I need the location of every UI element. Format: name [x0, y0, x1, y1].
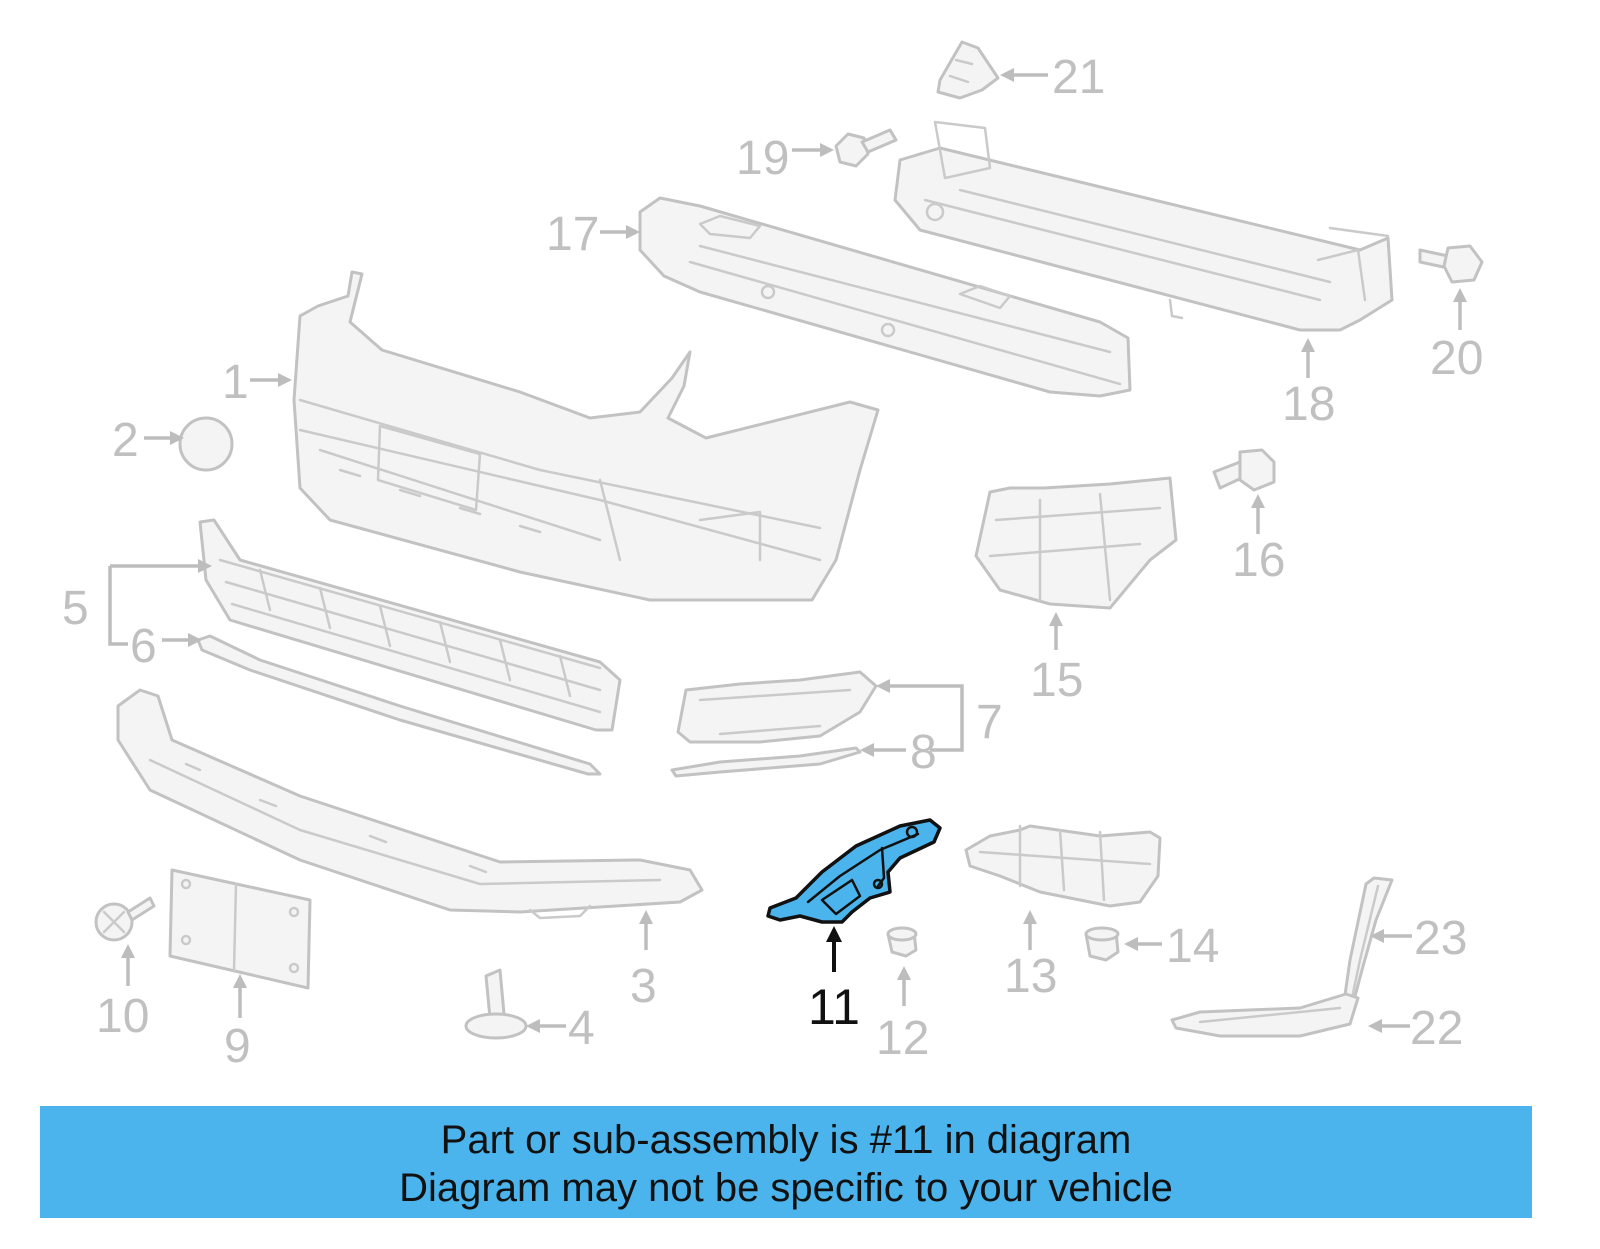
part-17	[638, 196, 1132, 398]
callout-23: 23	[1370, 912, 1467, 965]
part-14	[1084, 926, 1120, 962]
callout-20: 20	[1430, 288, 1483, 385]
callout-17: 17	[546, 208, 640, 261]
callout-18: 18	[1282, 338, 1335, 431]
part-15	[974, 476, 1178, 610]
banner-line-part-number: Part or sub-assembly is #11 in diagram	[440, 1118, 1132, 1162]
svg-text:5: 5	[62, 582, 89, 635]
svg-text:10: 10	[96, 990, 149, 1043]
callout-9: 9	[224, 974, 251, 1073]
callout-14: 14	[1124, 920, 1219, 973]
callout-11: 11	[808, 926, 860, 1035]
callout-10: 10	[96, 944, 149, 1043]
part-1	[292, 270, 880, 602]
svg-text:12: 12	[876, 1012, 929, 1065]
callout-13: 13	[1004, 910, 1057, 1003]
callout-19: 19	[736, 132, 834, 185]
callout-22: 22	[1368, 1002, 1463, 1055]
callout-2: 2	[112, 414, 184, 467]
part-12	[886, 926, 918, 958]
callout-1: 1	[222, 356, 292, 409]
callout-5-6: 5 6	[62, 559, 212, 673]
part-16	[1212, 448, 1276, 492]
part-6	[196, 634, 602, 776]
callout-21: 21	[1000, 51, 1105, 104]
part-8	[670, 746, 862, 778]
svg-text:6: 6	[130, 620, 157, 673]
part-3	[116, 688, 704, 920]
svg-text:14: 14	[1166, 920, 1219, 973]
callout-3: 3	[630, 910, 657, 1013]
part-7	[676, 670, 878, 744]
part-11-highlighted[interactable]	[766, 818, 942, 924]
svg-text:13: 13	[1004, 950, 1057, 1003]
part-18	[893, 120, 1394, 332]
svg-text:4: 4	[568, 1002, 595, 1055]
callout-4: 4	[526, 1002, 595, 1055]
svg-text:16: 16	[1232, 534, 1285, 587]
svg-text:3: 3	[630, 960, 657, 1013]
part-21	[936, 40, 1000, 100]
svg-text:17: 17	[546, 208, 599, 261]
part-5	[198, 518, 622, 732]
svg-text:1: 1	[222, 356, 249, 409]
callout-7-8: 7 8	[860, 679, 1003, 779]
part-10	[94, 896, 156, 942]
svg-text:2: 2	[112, 414, 139, 467]
part-22	[1170, 992, 1360, 1038]
svg-text:21: 21	[1052, 51, 1105, 104]
part-13	[964, 824, 1162, 908]
callout-15: 15	[1030, 612, 1083, 707]
banner-line-disclaimer: Diagram may not be specific to your vehi…	[399, 1166, 1173, 1210]
part-19	[834, 128, 898, 168]
svg-text:18: 18	[1282, 378, 1335, 431]
svg-text:8: 8	[910, 726, 937, 779]
part-4	[464, 968, 528, 1040]
callout-12: 12	[876, 966, 929, 1065]
callout-16: 16	[1232, 494, 1285, 587]
svg-text:9: 9	[224, 1020, 251, 1073]
svg-text:20: 20	[1430, 332, 1483, 385]
svg-text:7: 7	[976, 696, 1003, 749]
svg-text:19: 19	[736, 132, 789, 185]
part-2	[178, 416, 234, 472]
svg-text:15: 15	[1030, 654, 1083, 707]
svg-text:23: 23	[1414, 912, 1467, 965]
part-23	[1342, 876, 1394, 1004]
info-banner: Part or sub-assembly is #11 in diagram D…	[40, 1106, 1532, 1218]
svg-text:22: 22	[1410, 1002, 1463, 1055]
part-20	[1418, 244, 1484, 284]
highlighted-part-number: 11	[808, 979, 860, 1035]
part-9	[168, 868, 312, 990]
